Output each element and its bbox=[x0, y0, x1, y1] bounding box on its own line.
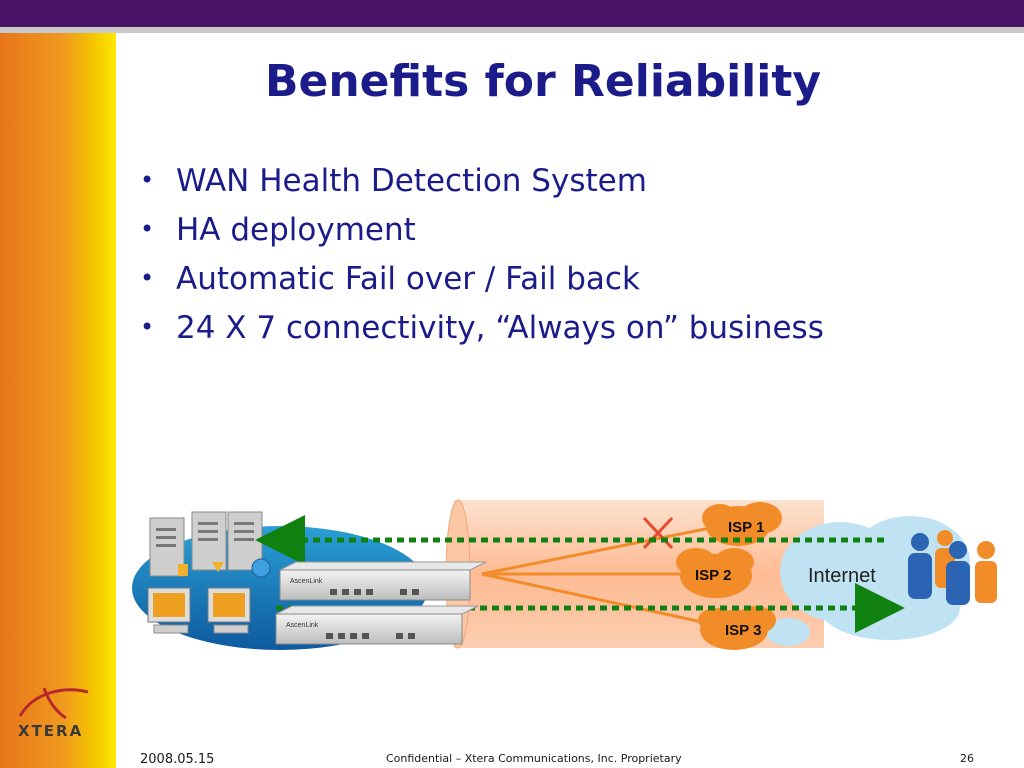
isp2-label: ISP 2 bbox=[695, 567, 731, 584]
bullet-item: • HA deployment bbox=[140, 212, 824, 261]
database-icon bbox=[178, 564, 188, 576]
bullet-dot-icon: • bbox=[140, 166, 155, 194]
isp2-cloud-icon bbox=[676, 548, 754, 598]
top-header-bar bbox=[0, 0, 1024, 27]
header-divider bbox=[0, 27, 1024, 33]
isp1-cloud-icon bbox=[702, 502, 782, 546]
person-icon bbox=[908, 533, 932, 599]
isp3-cloud-icon bbox=[698, 606, 776, 650]
link-lines bbox=[481, 524, 721, 628]
network-appliance-icon: AscenLink bbox=[279, 561, 487, 601]
appliance-brand-label: AscenLink bbox=[286, 622, 319, 629]
internet-label: Internet bbox=[808, 565, 876, 587]
funnel-icon bbox=[212, 562, 224, 572]
desktop-computer-icon bbox=[147, 587, 191, 634]
footer-page-number: 26 bbox=[960, 752, 974, 765]
network-appliance-icon: AscenLink bbox=[275, 605, 479, 645]
person-icon bbox=[975, 541, 997, 603]
server-icon bbox=[191, 511, 227, 571]
bullet-item: • Automatic Fail over / Fail back bbox=[140, 261, 824, 310]
isp1-label: ISP 1 bbox=[728, 519, 764, 536]
bullet-dot-icon: • bbox=[140, 215, 155, 243]
bullet-text: WAN Health Detection System bbox=[176, 163, 647, 199]
link-failure-x-icon bbox=[642, 516, 674, 550]
bullet-text: Automatic Fail over / Fail back bbox=[176, 261, 640, 297]
bullet-text: HA deployment bbox=[176, 212, 416, 248]
bullet-item: • 24 X 7 connectivity, “Always on” busine… bbox=[140, 310, 824, 359]
bullet-dot-icon: • bbox=[140, 264, 155, 292]
side-gradient-band bbox=[0, 33, 116, 768]
person-icon bbox=[946, 541, 970, 605]
network-diagram: Internet ISP 1 ISP 2 ISP 3 AscenLink Asc… bbox=[132, 499, 997, 650]
desktop-computer-icon bbox=[207, 587, 251, 634]
bullet-list: • WAN Health Detection System • HA deploym… bbox=[140, 163, 824, 359]
bullet-dot-icon: • bbox=[140, 313, 155, 341]
bullet-text: 24 X 7 connectivity, “Always on” busines… bbox=[176, 310, 824, 346]
xtera-logo: XTERA bbox=[18, 687, 89, 740]
bullet-item: • WAN Health Detection System bbox=[140, 163, 824, 212]
globe-icon bbox=[251, 558, 271, 578]
slide-title: Benefits for Reliability bbox=[264, 56, 822, 107]
footer-confidential-note: Confidential – Xtera Communications, Inc… bbox=[386, 752, 682, 765]
footer-date: 2008.05.15 bbox=[140, 752, 215, 767]
appliance-brand-label: AscenLink bbox=[290, 578, 323, 585]
logo-wordmark: XTERA bbox=[18, 722, 83, 740]
isp3-label: ISP 3 bbox=[725, 622, 761, 639]
